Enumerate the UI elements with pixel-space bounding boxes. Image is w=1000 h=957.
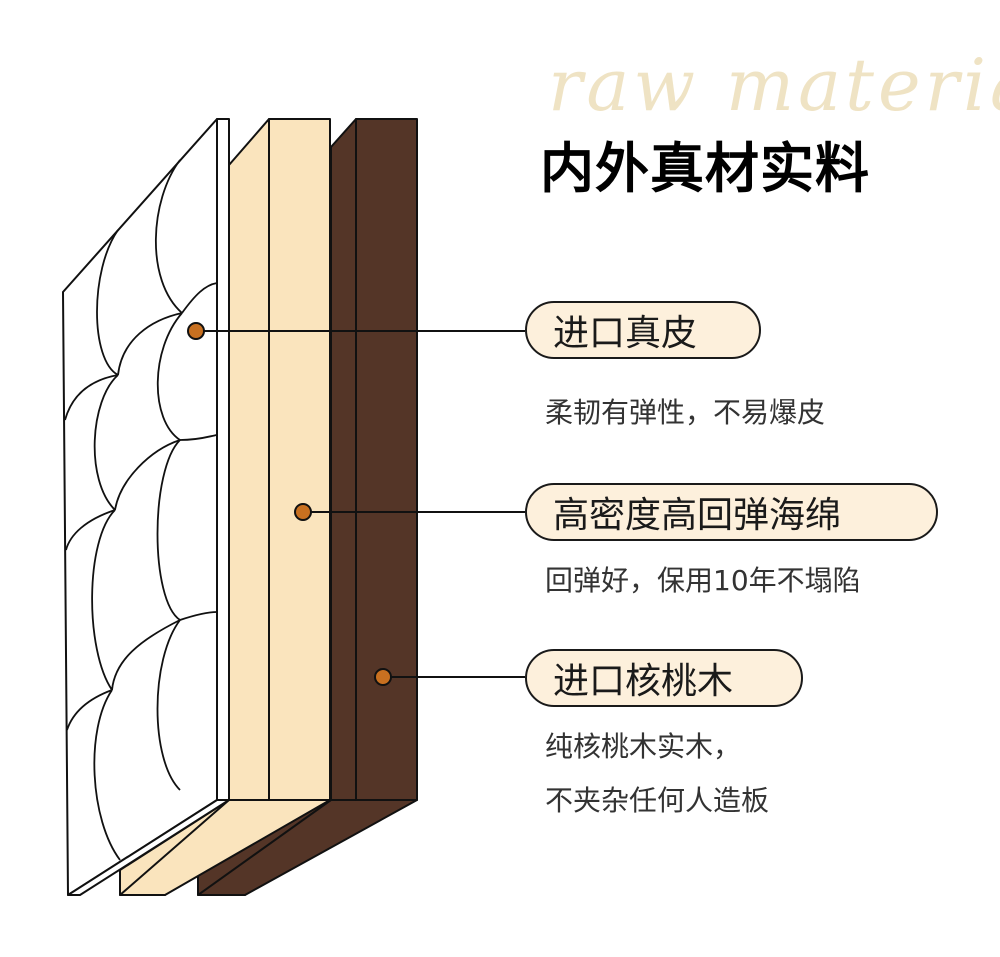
- leather-edge: [216, 118, 230, 801]
- desc-walnut-line2: 不夹杂任何人造板: [545, 784, 770, 817]
- marker-dot-walnut: [374, 668, 392, 686]
- leather-face: [62, 118, 218, 896]
- label-leather: 进口真皮: [525, 301, 761, 359]
- marker-dot-leather: [187, 322, 205, 340]
- label-foam: 高密度高回弹海绵: [525, 483, 938, 541]
- desc-walnut-line1: 纯核桃木实木，: [545, 730, 742, 763]
- marker-dot-foam: [294, 503, 312, 521]
- leader-lines: [187, 322, 525, 686]
- desc-foam: 回弹好，保用10年不塌陷: [545, 564, 861, 597]
- page-title: 内外真材实料: [540, 136, 870, 200]
- foam-front: [268, 118, 331, 801]
- desc-leather: 柔韧有弹性，不易爆皮: [545, 396, 826, 429]
- leather-layer: [62, 118, 230, 896]
- watermark-text: raw material: [548, 43, 1000, 127]
- walnut-front: [355, 118, 418, 801]
- label-walnut: 进口核桃木: [525, 649, 803, 707]
- leather-tufting: [64, 159, 218, 861]
